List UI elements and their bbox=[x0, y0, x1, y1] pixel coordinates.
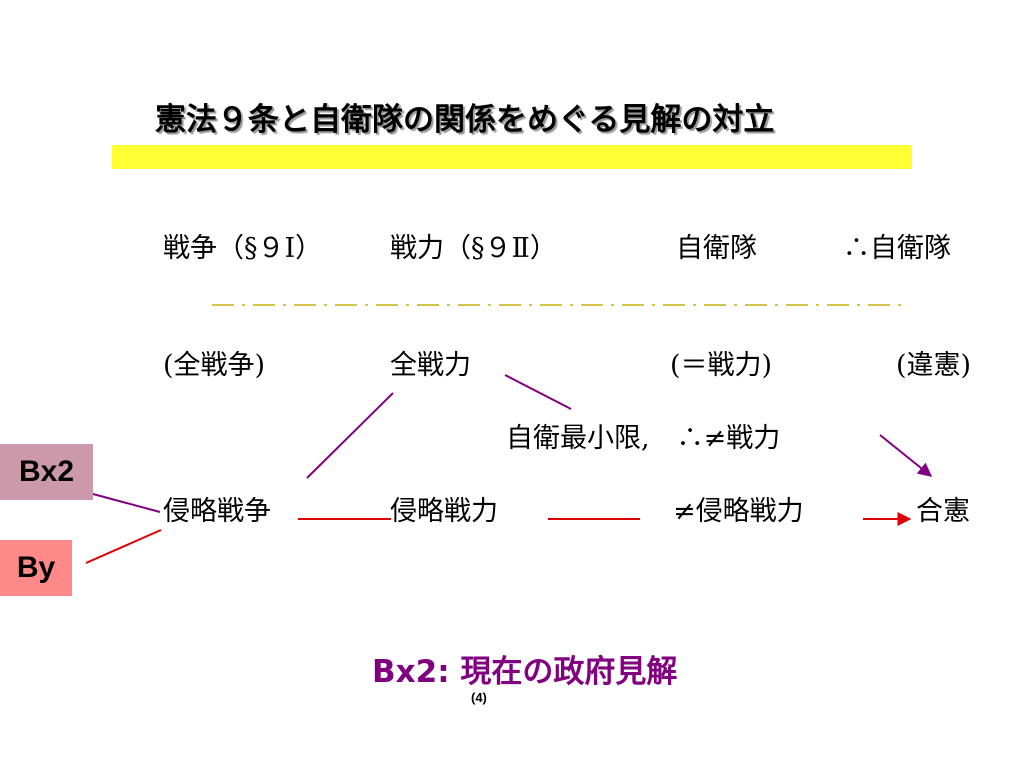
self-defense-minimum-text: 自衛最小限, ∴≠戦力 bbox=[506, 423, 781, 454]
self-defense-to-constitutional-arrow bbox=[879, 434, 933, 477]
by-label: By bbox=[16, 551, 56, 584]
by-label-box: By bbox=[0, 540, 72, 596]
full-war-potential-text: 全戦力 bbox=[390, 350, 471, 381]
header-sdf: 自衛隊 bbox=[676, 233, 757, 264]
header-war-potential: 戦力（§９Ⅱ） bbox=[390, 233, 557, 264]
header-therefore-sdf: ∴自衛隊 bbox=[843, 233, 951, 264]
caption-text: Bx2: 現在の政府見解 bbox=[372, 654, 678, 690]
bx2-label: Bx2 bbox=[18, 455, 75, 488]
title-highlight-bar bbox=[112, 145, 912, 169]
equals-war-potential-text: (＝戦力) bbox=[670, 350, 773, 381]
aggressive-war-to-full-war-potential-line bbox=[306, 392, 394, 479]
slide-title: 憲法９条と自衛隊の関係をめぐる見解の対立 bbox=[155, 102, 775, 138]
page-number: (4) bbox=[471, 690, 487, 705]
not-aggressive-war-potential-text: ≠侵略戦力 bbox=[673, 496, 804, 527]
aggressive-war-potential-text: 侵略戦力 bbox=[390, 496, 498, 527]
bx2-label-box: Bx2 bbox=[0, 444, 93, 500]
bx2-to-aggressive-war-line bbox=[92, 493, 161, 513]
constitutional-text: 合憲 bbox=[916, 496, 970, 527]
full-war-text: (全戦争) bbox=[163, 350, 266, 381]
header-war: 戦争（§９Ⅰ） bbox=[163, 233, 323, 264]
aggressive-war-text: 侵略戦争 bbox=[163, 496, 271, 527]
by-to-aggressive-war-line bbox=[85, 529, 162, 564]
full-war-potential-to-self-defense-line bbox=[504, 374, 572, 410]
unconstitutional-text: (違憲) bbox=[896, 350, 972, 381]
caption: Bx2: 現在の政府見解 bbox=[372, 646, 677, 691]
